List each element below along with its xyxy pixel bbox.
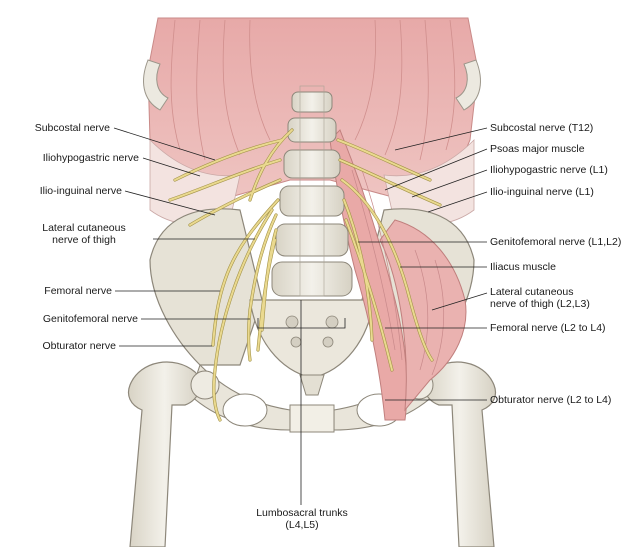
label-subcostal-nerve-t12: Subcostal nerve (T12): [490, 122, 594, 134]
label-genitofemoral-nerve-l1-l2: Genitofemoral nerve (L1,L2): [490, 236, 622, 248]
ribs: [143, 59, 481, 111]
label-genitofemoral-nerve: Genitofemoral nerve: [42, 313, 138, 325]
label-lateral-cutaneous-line2: nerve of thigh: [52, 234, 116, 246]
label-obturator-nerve-l2-l4: Obturator nerve (L2 to L4): [490, 394, 612, 406]
label-lateral-cutaneous-r-line2: nerve of thigh (L2,L3): [490, 298, 590, 310]
leader-lines: [113, 127, 488, 505]
label-subcostal-nerve: Subcostal nerve: [34, 122, 110, 134]
back-muscles: [147, 17, 479, 211]
label-femoral-nerve-l2-l4: Femoral nerve (L2 to L4): [490, 322, 606, 334]
vertebral-column: [271, 85, 353, 297]
label-obturator-nerve: Obturator nerve: [42, 340, 116, 352]
label-ilioinguinal-nerve: Ilio-inguinal nerve: [39, 185, 122, 197]
label-iliohypogastric-nerve-l1: Iliohypogastric nerve (L1): [490, 164, 608, 176]
label-psoas-major-muscle: Psoas major muscle: [490, 143, 585, 155]
label-iliacus-muscle: Iliacus muscle: [490, 261, 556, 273]
nerves: [168, 128, 442, 422]
label-iliohypogastric-nerve: Iliohypogastric nerve: [42, 152, 139, 164]
label-lateral-cutaneous-r-line1: Lateral cutaneous: [490, 286, 574, 298]
label-ilioinguinal-nerve-l1: Ilio-inguinal nerve (L1): [490, 186, 594, 198]
label-lumbosacral-trunks-line1: Lumbosacral trunks: [256, 507, 348, 519]
label-lateral-cutaneous-line1: Lateral cutaneous: [42, 222, 126, 234]
label-femoral-nerve: Femoral nerve: [44, 285, 112, 297]
label-lumbosacral-trunks-line2: (L4,L5): [285, 519, 319, 531]
